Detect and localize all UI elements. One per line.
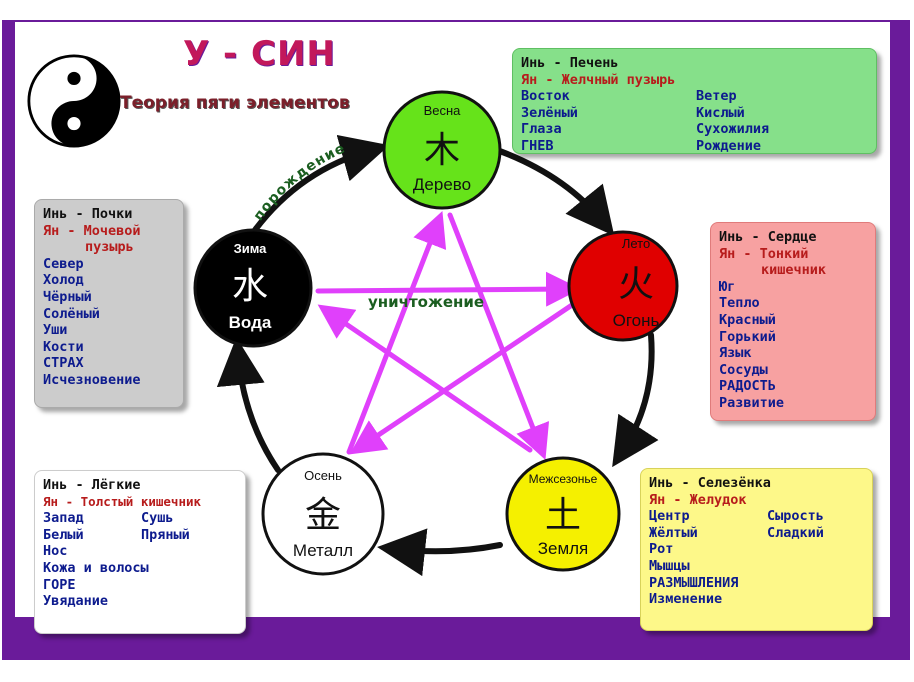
fire-item: Развитие xyxy=(719,394,785,411)
wood-glyph: 木 xyxy=(424,129,460,170)
page-title: У - СИН xyxy=(183,34,336,74)
earth-item: Изменение xyxy=(649,591,723,608)
element-earth: Межсезонье 土 Земля xyxy=(505,456,621,572)
wood-correspondences: Восток Ветер Зелёный Кислый Глаза Сухожи… xyxy=(521,88,868,154)
wood-item: Глаза xyxy=(521,121,562,138)
fire-name: Огонь xyxy=(613,311,660,330)
water-yang-cont: пузырь xyxy=(85,239,134,256)
fire-yin: Инь - Сердце xyxy=(719,229,817,245)
element-wood: Весна 木 Дерево xyxy=(382,90,502,210)
element-fire: Лето 火 Огонь xyxy=(567,230,679,342)
earth-yin: Инь - Селезёнка xyxy=(649,475,771,491)
wood-item: Восток xyxy=(521,88,570,105)
fire-item: Тепло xyxy=(719,295,760,312)
metal-pairs: Запад Сушь Белый Пряный xyxy=(43,510,237,543)
wood-name: Дерево xyxy=(413,175,471,194)
metal-item: Нос xyxy=(43,543,68,560)
earth-glyph: 土 xyxy=(545,494,581,535)
metal-glyph: 金 xyxy=(305,494,341,535)
earth-item: Сырость xyxy=(767,508,824,525)
element-water: Зима 水 Вода xyxy=(193,228,313,348)
wood-item: Кислый xyxy=(696,104,745,121)
water-item: Кости xyxy=(43,338,84,355)
element-metal: Осень 金 Металл xyxy=(261,452,385,576)
metal-info-box: Инь - Лёгкие Ян - Толстый кишечник Запад… xyxy=(34,470,246,634)
metal-item: Сушь xyxy=(141,510,174,527)
earth-item: Жёлтый xyxy=(649,524,698,541)
cycle-arrow-metal-water xyxy=(216,337,281,473)
metal-item: ГОРЕ xyxy=(43,576,76,593)
metal-name: Металл xyxy=(293,541,353,560)
earth-season: Межсезонье xyxy=(529,472,598,486)
wood-item: Зелёный xyxy=(521,104,578,121)
wood-season: Весна xyxy=(424,103,462,118)
generation-label: порождение xyxy=(251,140,349,224)
earth-item: РАЗМЫШЛЕНИЯ xyxy=(649,574,739,591)
earth-item: Мышцы xyxy=(649,557,690,574)
destruction-pentagram xyxy=(315,211,581,460)
destruction-label: уничтожение xyxy=(368,293,484,311)
yin-yang-icon xyxy=(27,54,121,148)
fire-yang-cont: кишечник xyxy=(761,262,827,279)
metal-item: Белый xyxy=(43,526,84,543)
water-item: СТРАХ xyxy=(43,355,84,372)
water-item: Север xyxy=(43,255,84,272)
wood-yin: Инь - Печень xyxy=(521,55,619,71)
water-item: Исчезновение xyxy=(43,371,141,388)
metal-item: Увядание xyxy=(43,593,109,610)
fire-glyph: 火 xyxy=(618,263,654,304)
earth-pairs: Центр Сырость Жёлтый Сладкий xyxy=(649,508,864,541)
wood-item: ГНЕВ xyxy=(521,137,554,154)
wood-item: Сухожилия xyxy=(696,121,770,138)
water-item: Чёрный xyxy=(43,288,92,305)
cycle-arrow-earth-metal xyxy=(377,528,503,577)
fire-item: Язык xyxy=(719,345,752,362)
earth-item: Сладкий xyxy=(767,524,824,541)
earth-name: Земля xyxy=(538,539,589,558)
generation-cycle xyxy=(216,134,659,577)
earth-item: Центр xyxy=(649,508,690,525)
water-season: Зима xyxy=(234,241,268,256)
pentagram-arrow-fire-metal xyxy=(349,302,575,455)
pentagram-arrow-water-fire xyxy=(315,271,581,307)
earth-item: Рот xyxy=(649,541,674,558)
fire-info-box: Инь - Сердце Ян - Тонкий кишечник Юг Теп… xyxy=(710,222,876,421)
wood-item: Рождение xyxy=(696,137,762,154)
water-name: Вода xyxy=(229,313,272,332)
water-item: Уши xyxy=(43,322,68,339)
fire-yang: Ян - Тонкий xyxy=(719,245,809,262)
water-glyph: 水 xyxy=(232,265,268,306)
fire-season: Лето xyxy=(622,236,650,251)
wood-info-box: Инь - Печень Ян - Желчный пузырь Восток … xyxy=(512,48,877,154)
fire-item: Горький xyxy=(719,328,776,345)
pentagram-arrow-metal-wood xyxy=(346,211,447,455)
metal-item: Пряный xyxy=(141,526,190,543)
water-yang: Ян - Мочевой xyxy=(43,222,141,239)
earth-yang: Ян - Желудок xyxy=(649,491,747,508)
water-item: Холод xyxy=(43,272,84,289)
fire-item: Юг xyxy=(719,278,736,295)
fire-item: РАДОСТЬ xyxy=(719,378,776,395)
cycle-arrow-fire-earth xyxy=(612,332,659,468)
fire-item: Красный xyxy=(719,311,776,328)
metal-item: Кожа и волосы xyxy=(43,559,149,576)
fire-item: Сосуды xyxy=(719,361,768,378)
metal-item: Запад xyxy=(43,510,84,527)
cycle-arrow-water-wood xyxy=(252,134,390,233)
wood-yang: Ян - Желчный пузырь xyxy=(521,71,676,88)
water-item: Солёный xyxy=(43,305,100,322)
metal-yin: Инь - Лёгкие xyxy=(43,477,141,493)
pentagram-arrow-earth-water xyxy=(317,304,533,453)
metal-yang: Ян - Толстый кишечник xyxy=(43,493,202,509)
cycle-arrow-wood-fire xyxy=(494,147,615,236)
water-yin: Инь - Почки xyxy=(43,206,133,222)
pentagram-arrow-wood-earth xyxy=(447,212,550,460)
water-info-box: Инь - Почки Ян - Мочевой пузырь Север Хо… xyxy=(34,199,184,408)
page-subtitle: Теория пяти элементов xyxy=(120,93,350,113)
earth-info-box: Инь - Селезёнка Ян - Желудок Центр Сырос… xyxy=(640,468,873,631)
metal-season: Осень xyxy=(304,468,342,483)
wood-item: Ветер xyxy=(696,88,737,105)
